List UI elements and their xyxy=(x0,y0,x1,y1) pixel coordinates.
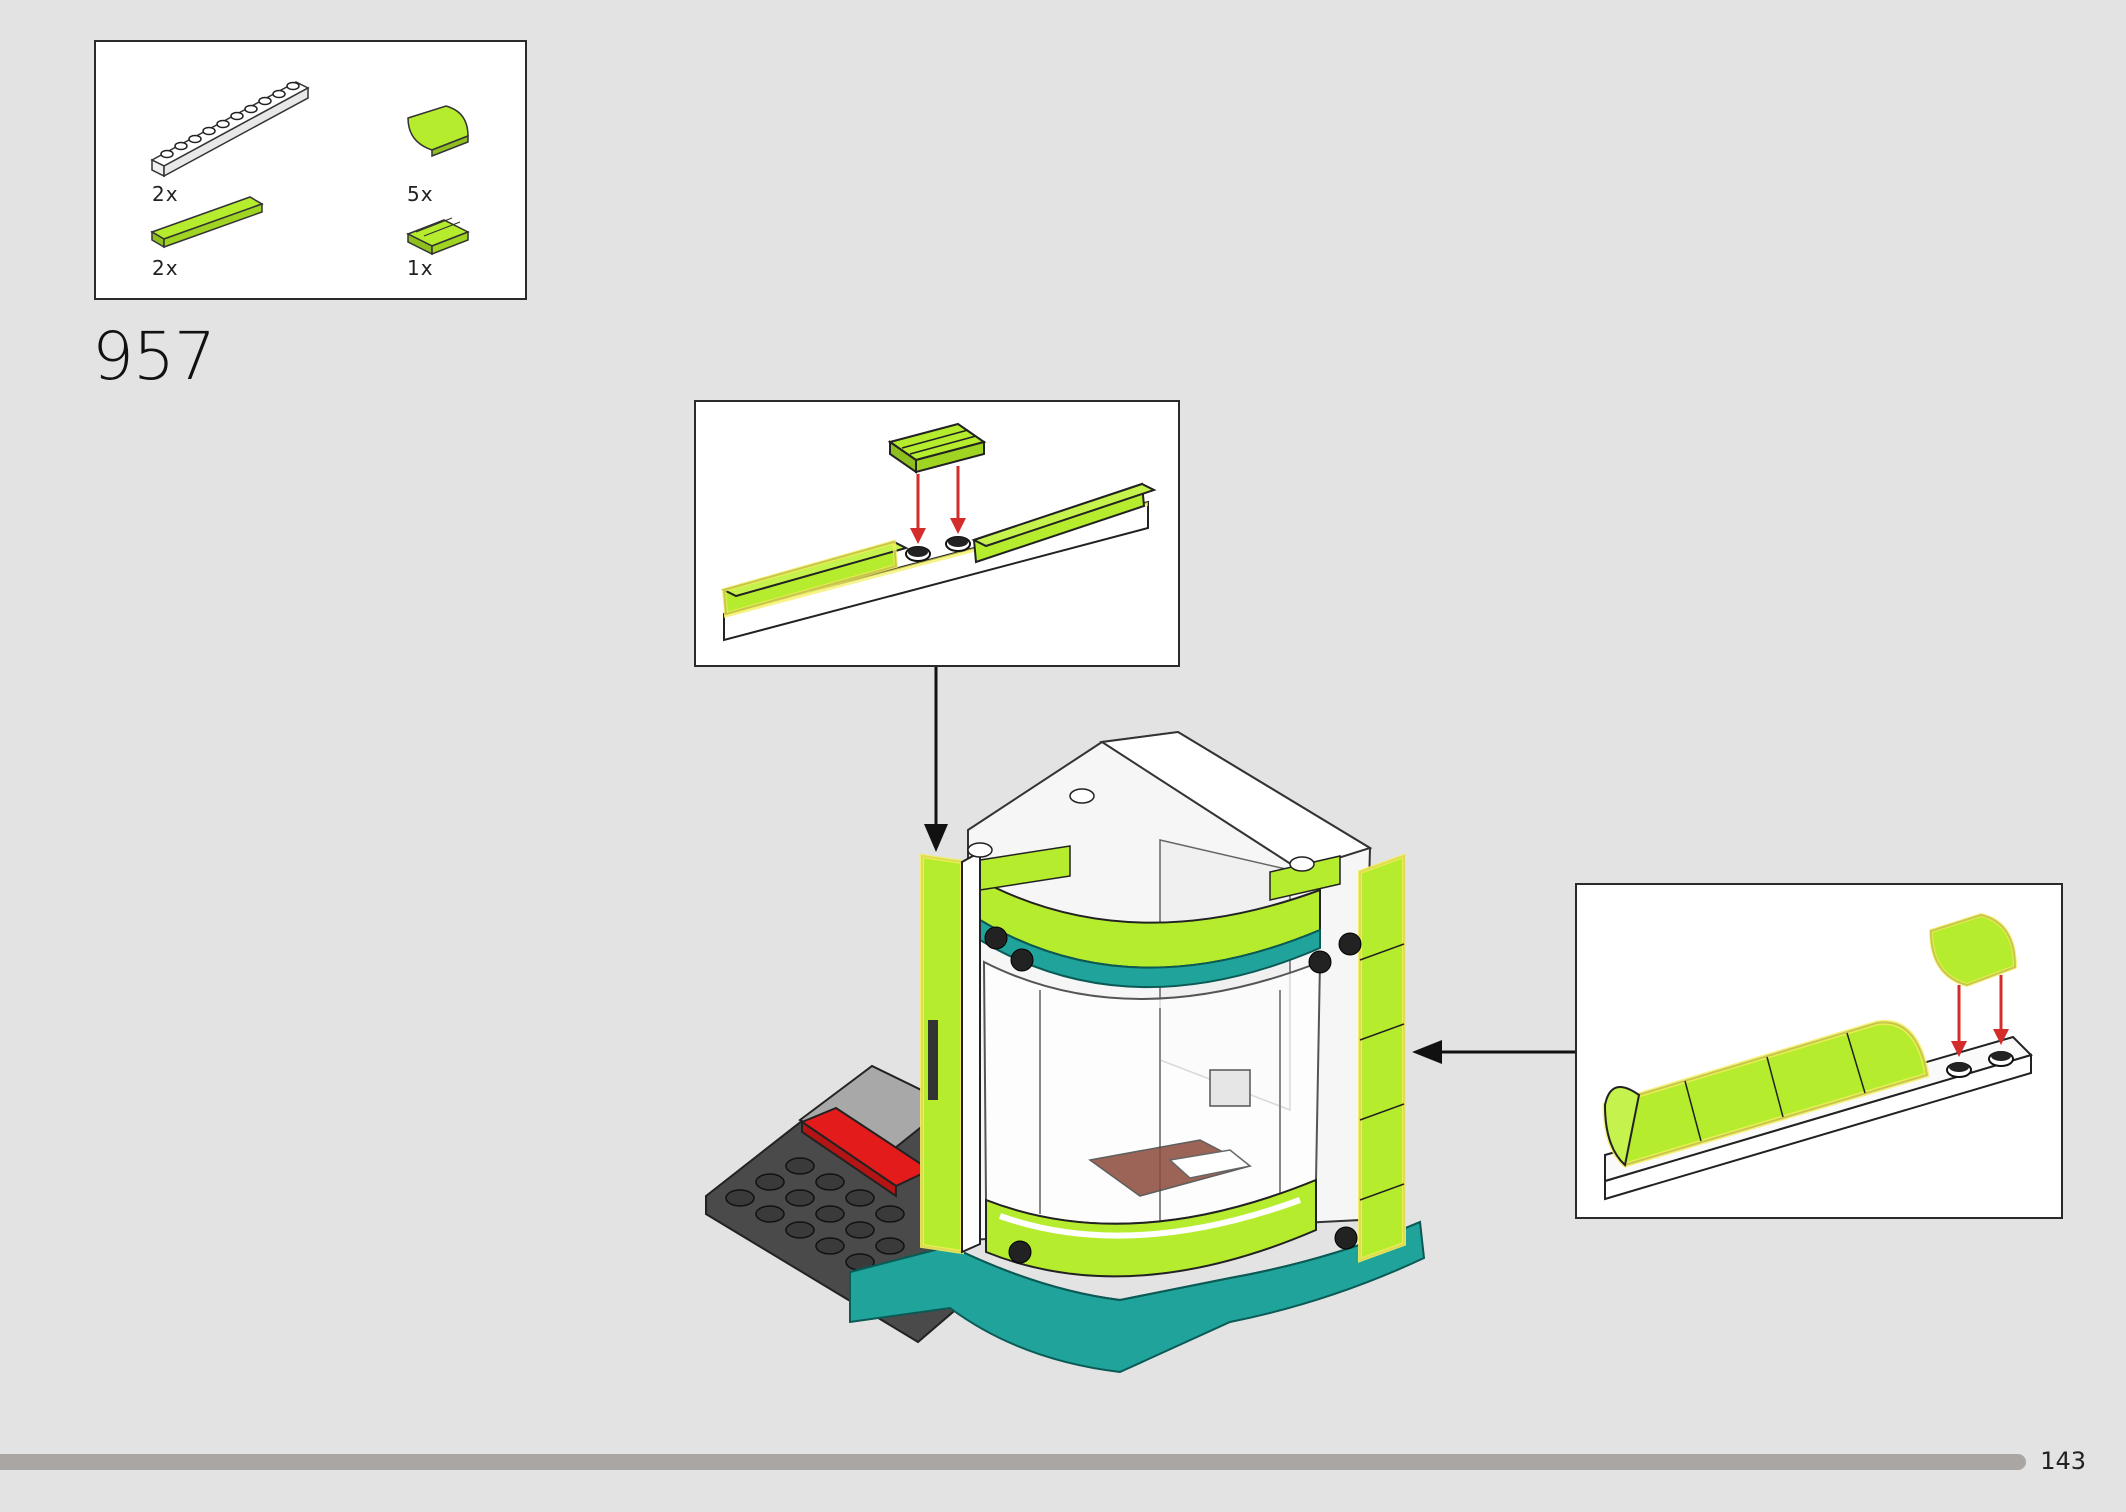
progress-bar xyxy=(0,1454,2026,1470)
curved-slope-row xyxy=(1602,1019,1930,1168)
part-qty: 2x xyxy=(152,182,179,206)
parts-illustration xyxy=(150,81,470,256)
part-qty: 2x xyxy=(152,256,179,280)
slope-assembly-illustration xyxy=(1602,912,2033,1201)
red-arrow-icon xyxy=(1951,975,2009,1057)
part-qty: 5x xyxy=(407,182,434,206)
pointer-arrow-icon xyxy=(924,667,948,852)
white-plate-part xyxy=(150,81,310,178)
page-number: 143 xyxy=(2040,1447,2086,1475)
single-curved-slope xyxy=(1928,912,2018,988)
callout-right-sub-assembly xyxy=(1575,883,2063,1219)
callout-top-sub-assembly xyxy=(694,400,1180,667)
lime-curved-slope-part xyxy=(407,105,469,158)
red-arrow-icon xyxy=(910,466,966,544)
lime-tile-part xyxy=(150,196,264,249)
pointer-arrow-icon xyxy=(1412,1040,1575,1064)
lime-grille-part xyxy=(406,217,470,256)
parts-list-box: 2x 5x 2x 1x xyxy=(94,40,527,300)
step-number: 957 xyxy=(92,318,216,395)
sub-assembly-illustration xyxy=(721,422,1157,642)
part-qty: 1x xyxy=(407,256,434,280)
